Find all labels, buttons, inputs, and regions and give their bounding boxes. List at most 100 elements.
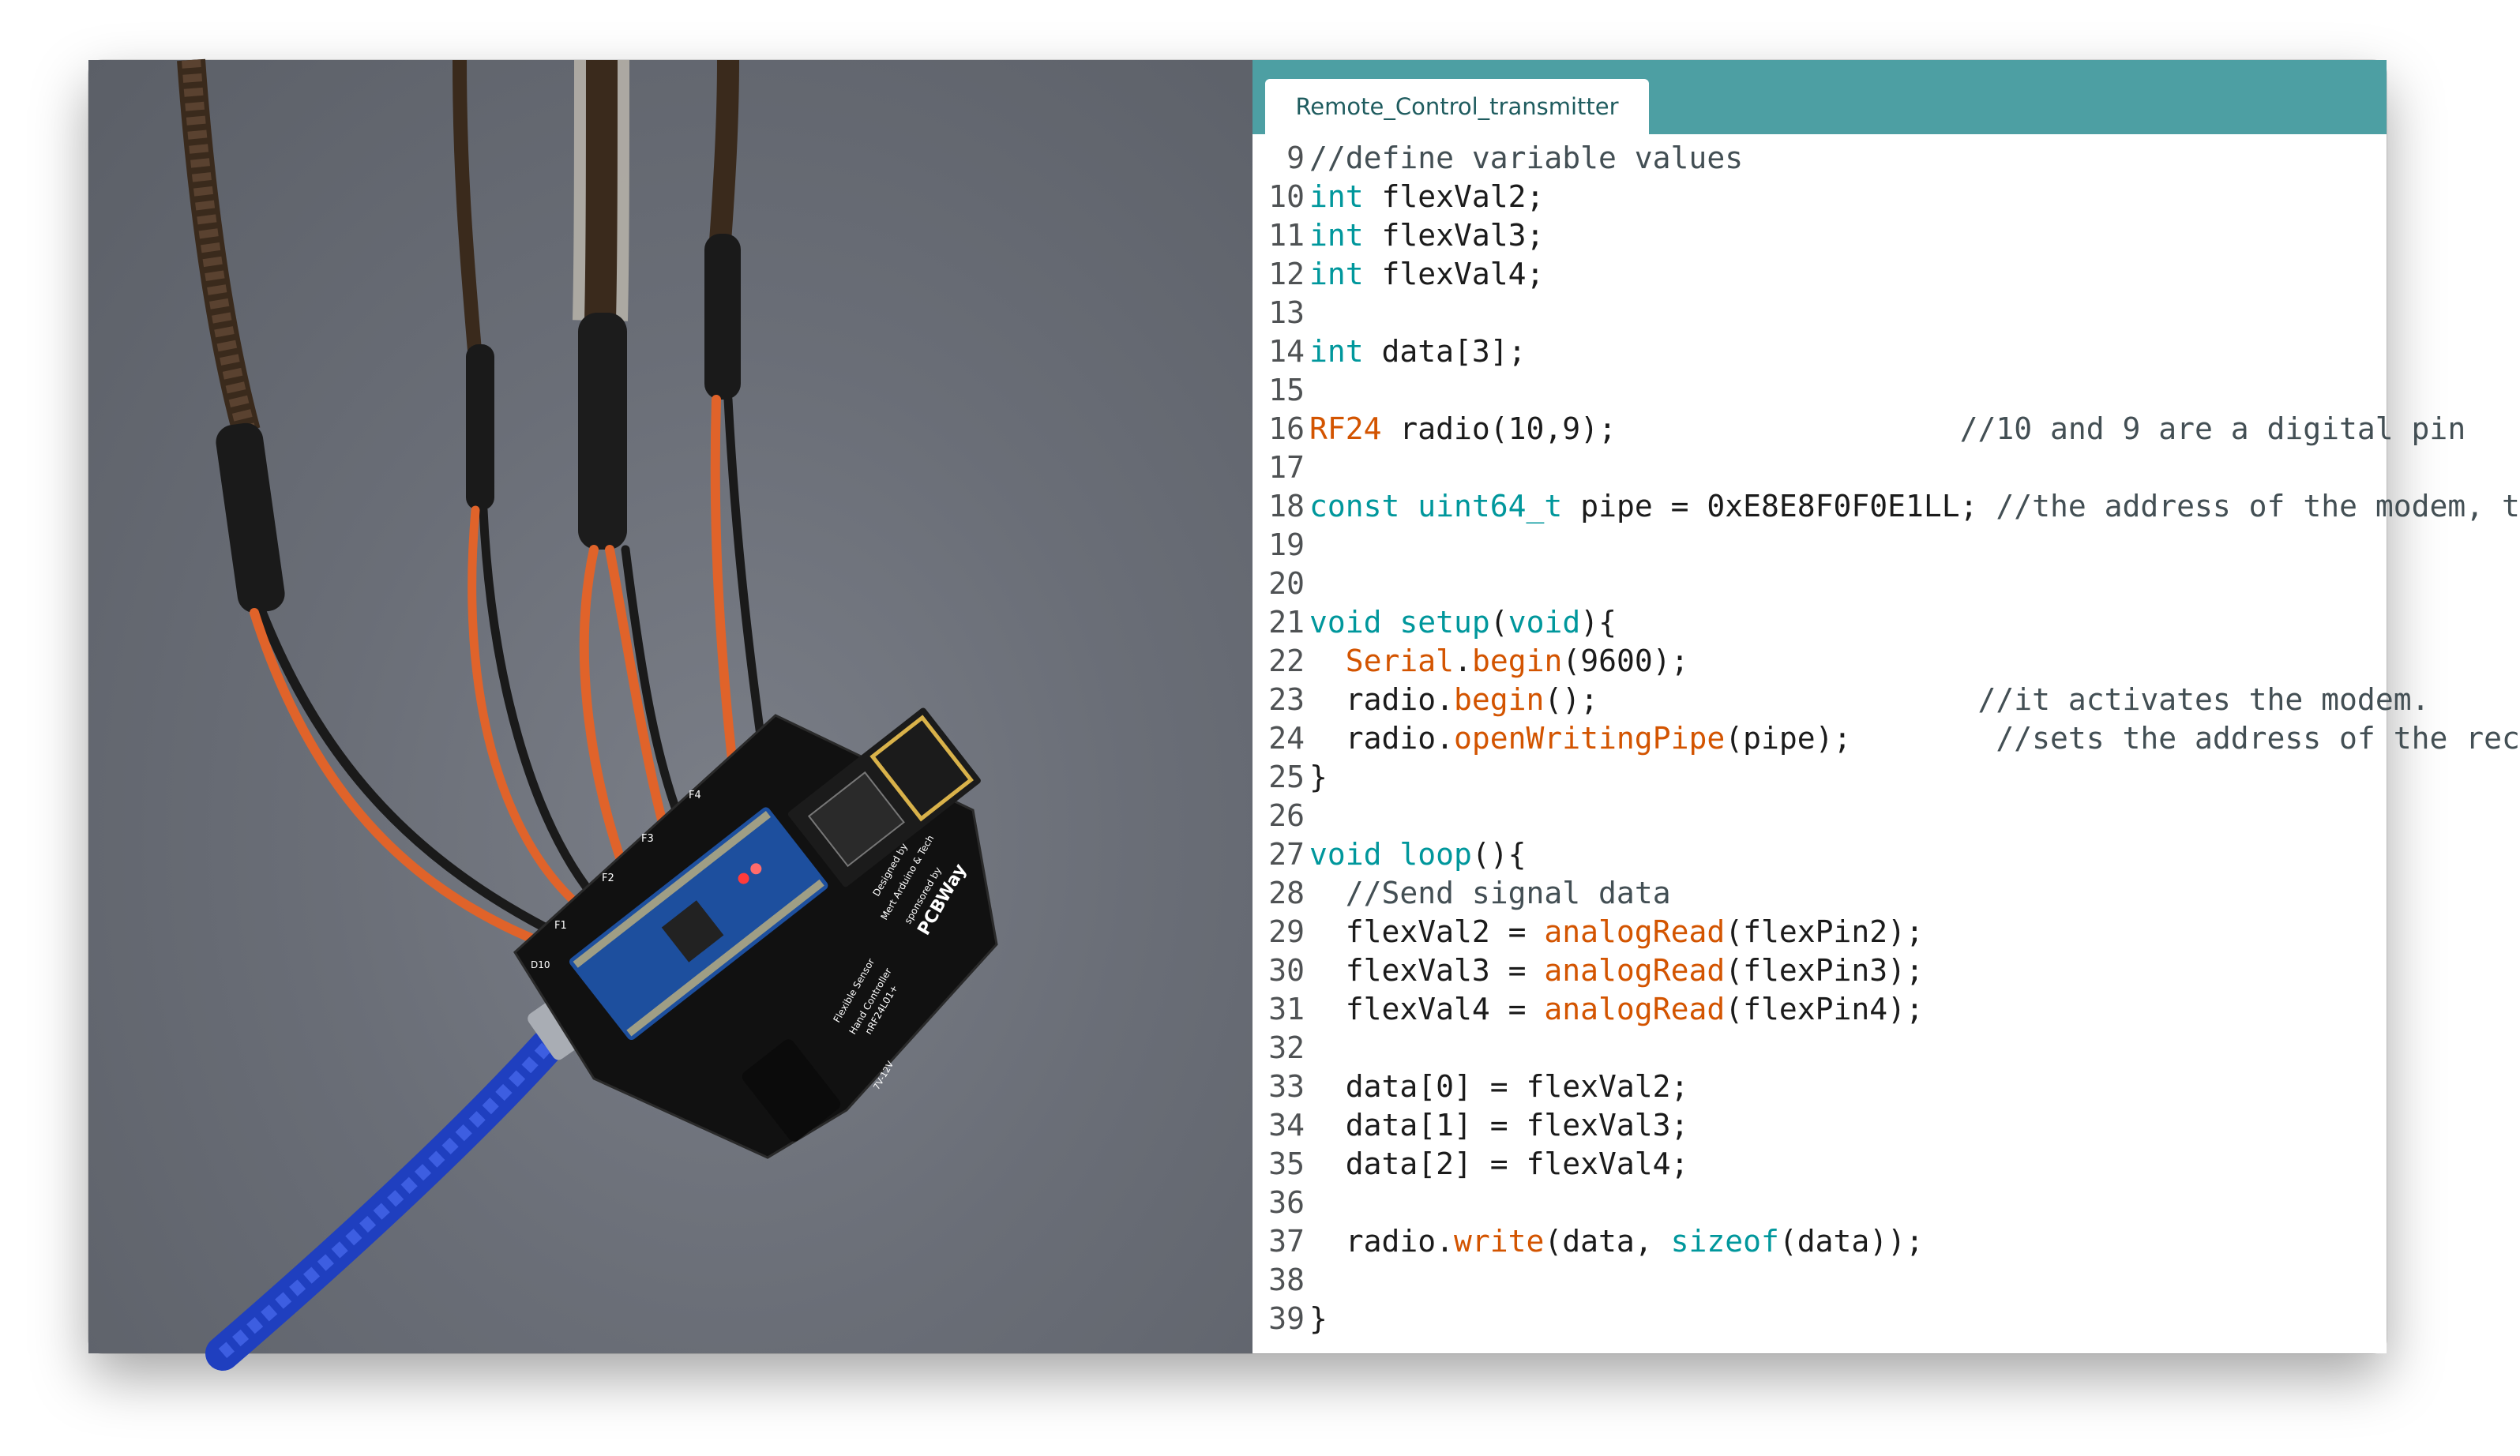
line-number: 22 bbox=[1268, 644, 1305, 678]
code-text: Serial.begin(9600); bbox=[1345, 644, 1689, 678]
pcb-board: Designed by Mert Arduino & Tech sponsore… bbox=[513, 707, 998, 1159]
line-number: 32 bbox=[1268, 1030, 1305, 1065]
app-window: Designed by Mert Arduino & Tech sponsore… bbox=[88, 58, 2520, 1371]
wires bbox=[250, 395, 772, 949]
code-line[interactable]: 36 bbox=[1252, 1184, 2387, 1222]
code-text: data[0] = flexVal2; bbox=[1309, 1069, 1689, 1104]
board-label-f1: F1 bbox=[554, 920, 567, 932]
usb-cable bbox=[205, 978, 613, 1371]
code-line[interactable]: 29 flexVal2 = analogRead(flexPin2); bbox=[1252, 913, 2387, 951]
code-text: radio.openWritingPipe(pipe); //sets the … bbox=[1309, 721, 2520, 756]
board-label-f3: F3 bbox=[641, 833, 654, 845]
line-number: 13 bbox=[1268, 295, 1305, 330]
code-text: int flexVal3; bbox=[1309, 218, 1545, 253]
code-line[interactable]: 39} bbox=[1252, 1300, 2387, 1338]
line-number: 19 bbox=[1268, 527, 1305, 562]
line-number: 38 bbox=[1268, 1263, 1305, 1297]
board-illustration: Designed by Mert Arduino & Tech sponsore… bbox=[177, 58, 998, 1371]
code-line[interactable]: 33 data[0] = flexVal2; bbox=[1252, 1068, 2387, 1106]
code-text: //define variable values bbox=[1309, 141, 1744, 175]
heat-shrink bbox=[216, 234, 741, 614]
code-editor: Remote_Control_transmitter 9//define var… bbox=[1252, 60, 2520, 1353]
line-number: 31 bbox=[1268, 992, 1305, 1026]
line-number: 18 bbox=[1268, 489, 1305, 523]
line-number: 10 bbox=[1268, 179, 1305, 214]
code-text: radio.write(data, sizeof(data)); bbox=[1309, 1224, 1924, 1259]
board-label-d10: D10 bbox=[531, 959, 550, 970]
line-number: 21 bbox=[1268, 605, 1305, 640]
line-number: 33 bbox=[1268, 1069, 1305, 1104]
hardware-photo: Designed by Mert Arduino & Tech sponsore… bbox=[88, 58, 1252, 1371]
code-text: int flexVal2; bbox=[1309, 179, 1545, 214]
tab-remote-control-transmitter[interactable]: Remote_Control_transmitter bbox=[1265, 79, 1649, 134]
code-line[interactable]: 31 flexVal4 = analogRead(flexPin4); bbox=[1252, 990, 2387, 1029]
code-line[interactable]: 15 bbox=[1252, 371, 2387, 410]
line-number: 23 bbox=[1268, 682, 1305, 717]
code-text: const uint64_t pipe = 0xE8E8F0F0E1LL; //… bbox=[1309, 489, 2520, 523]
code-line[interactable]: 19 bbox=[1252, 526, 2387, 565]
board-label-f2: F2 bbox=[602, 872, 614, 884]
code-text: int flexVal4; bbox=[1309, 257, 1545, 291]
code-line[interactable]: 26 bbox=[1252, 797, 2387, 835]
code-line[interactable]: 35 data[2] = flexVal4; bbox=[1252, 1145, 2387, 1184]
code-text: void loop(){ bbox=[1309, 837, 1527, 872]
code-text: flexVal4 = analogRead(flexPin4); bbox=[1309, 992, 1924, 1026]
code-line[interactable]: 17 bbox=[1252, 448, 2387, 487]
code-line[interactable]: 13 bbox=[1252, 294, 2387, 332]
code-text: radio.begin(); //it activates the modem. bbox=[1309, 682, 2430, 717]
code-line[interactable]: 24 radio.openWritingPipe(pipe); //sets t… bbox=[1252, 719, 2520, 758]
flex-sensors bbox=[177, 58, 739, 435]
line-number: 36 bbox=[1268, 1185, 1305, 1220]
code-line[interactable]: 20 bbox=[1252, 565, 2387, 603]
line-number: 25 bbox=[1268, 760, 1305, 794]
line-number: 27 bbox=[1268, 837, 1305, 872]
line-number: 9 bbox=[1286, 141, 1305, 175]
board-label-f4: F4 bbox=[689, 790, 701, 801]
code-line[interactable]: 32 bbox=[1252, 1029, 2387, 1068]
line-number: 29 bbox=[1268, 914, 1305, 949]
code-text: flexVal2 = analogRead(flexPin2); bbox=[1309, 914, 1924, 949]
code-line[interactable]: 9//define variable values bbox=[1252, 139, 2387, 178]
code-text: data[2] = flexVal4; bbox=[1309, 1146, 1689, 1181]
code-line[interactable]: 22 Serial.begin(9600); bbox=[1252, 642, 2387, 681]
code-text: //Send signal data bbox=[1345, 876, 1671, 910]
line-number: 14 bbox=[1268, 334, 1305, 369]
editor-tab-bar: Remote_Control_transmitter bbox=[1252, 60, 2387, 134]
code-text: } bbox=[1309, 1301, 1328, 1336]
code-text: void setup(void){ bbox=[1309, 605, 1617, 640]
line-number: 20 bbox=[1268, 566, 1305, 601]
code-line[interactable]: 23 radio.begin(); //it activates the mod… bbox=[1252, 681, 2429, 719]
line-number: 15 bbox=[1268, 373, 1305, 407]
line-number: 39 bbox=[1268, 1301, 1305, 1336]
line-number: 35 bbox=[1268, 1146, 1305, 1181]
line-number: 17 bbox=[1268, 450, 1305, 485]
code-line[interactable]: 30 flexVal3 = analogRead(flexPin3); bbox=[1252, 951, 2387, 990]
line-number: 24 bbox=[1268, 721, 1305, 756]
code-text: data[1] = flexVal3; bbox=[1309, 1108, 1689, 1143]
line-number: 34 bbox=[1268, 1108, 1305, 1143]
line-number: 30 bbox=[1268, 953, 1305, 988]
code-line[interactable]: 25} bbox=[1252, 758, 2387, 797]
code-line[interactable]: 38 bbox=[1252, 1261, 2387, 1300]
code-text: } bbox=[1309, 760, 1328, 794]
line-number: 28 bbox=[1268, 876, 1305, 910]
code-line[interactable]: 34 data[1] = flexVal3; bbox=[1252, 1106, 2387, 1145]
code-text: RF24 radio(10,9); //10 and 9 are a digit… bbox=[1309, 411, 2466, 446]
line-number: 26 bbox=[1268, 798, 1305, 833]
line-number: 16 bbox=[1268, 411, 1305, 446]
code-line[interactable]: 28 //Send signal data bbox=[1252, 874, 2387, 913]
code-line[interactable]: 37 radio.write(data, sizeof(data)); bbox=[1252, 1222, 2387, 1261]
line-number: 11 bbox=[1268, 218, 1305, 253]
line-number: 12 bbox=[1268, 257, 1305, 291]
line-number: 37 bbox=[1268, 1224, 1305, 1259]
code-text: int data[3]; bbox=[1309, 334, 1527, 369]
